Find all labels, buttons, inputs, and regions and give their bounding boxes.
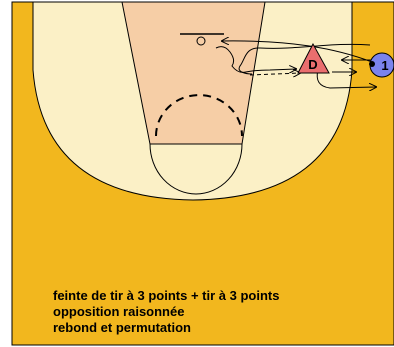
drive-path: [238, 43, 371, 75]
defender-label: D: [308, 57, 317, 72]
ball-icon: [369, 61, 375, 67]
caption-line-2: opposition raisonnée: [53, 304, 184, 319]
free-throw-circle: [149, 143, 243, 195]
defender-marker: [297, 42, 330, 74]
caption-line-1: feinte de tir à 3 points + tir à 3 point…: [53, 288, 279, 303]
caption-line-3: rebond et permutation: [53, 320, 191, 335]
dribble-path-wavy: [215, 46, 296, 73]
attacker-label: 1: [381, 58, 388, 73]
free-throw-circle-dashed: [155, 94, 243, 137]
shot-path: [222, 41, 373, 63]
defender-path: [249, 73, 300, 75]
key-paint: [121, 1, 266, 145]
hoop: [196, 36, 206, 46]
